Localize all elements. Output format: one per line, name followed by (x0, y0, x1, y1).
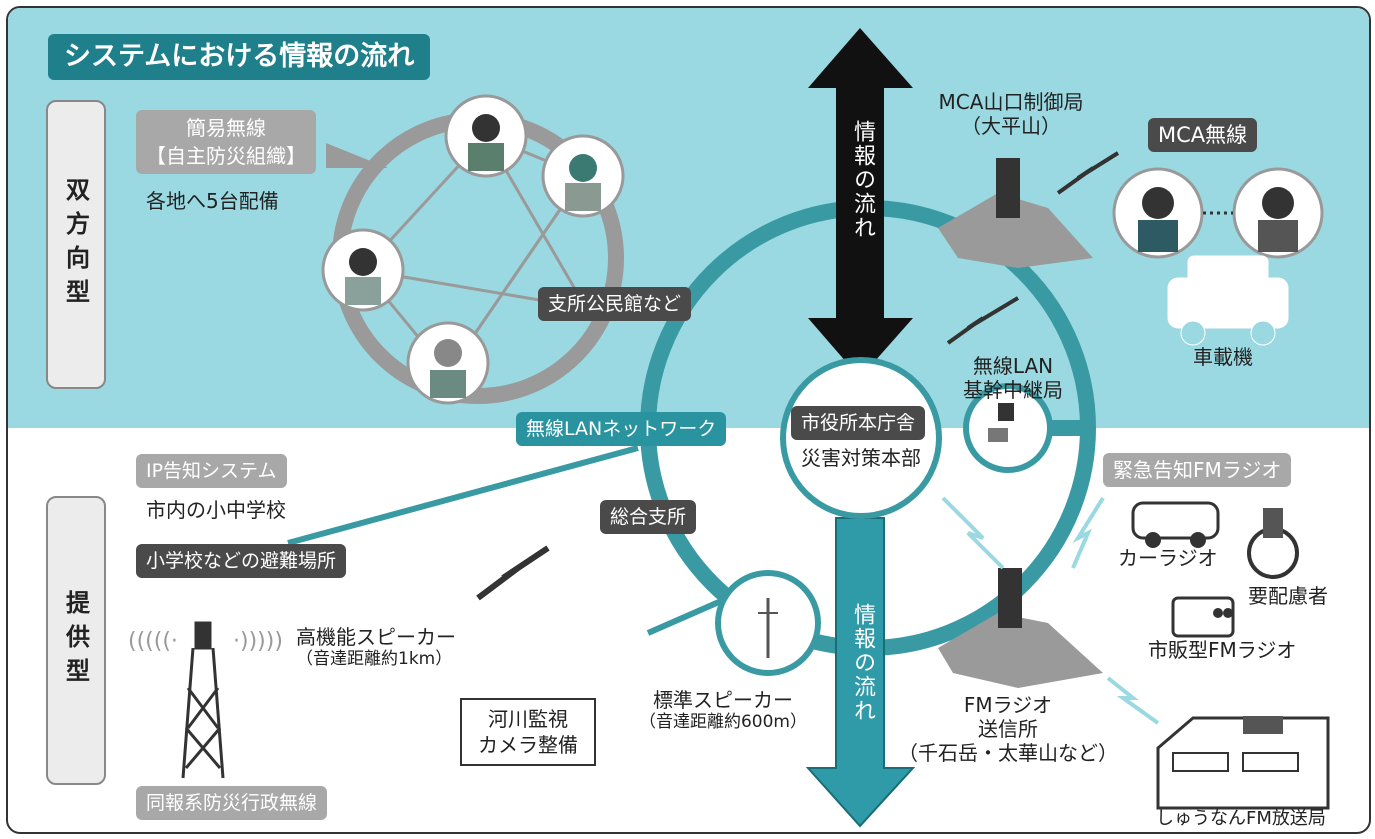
svg-text:·))))): ·))))) (233, 629, 283, 654)
city-hall-tag: 市役所本庁舎 (791, 406, 926, 440)
fm-station-label: FMラジオ送信所（千石岳・太華山など） (898, 693, 1118, 765)
radio-icon (1171, 596, 1235, 638)
page-title: システムにおける情報の流れ (48, 34, 431, 80)
emergency-fm-tag: 緊急告知FMラジオ (1103, 453, 1292, 487)
mca-radio-tag: MCA無線 (1148, 118, 1258, 152)
flow-label-bottom: 情報の流れ (850, 603, 875, 723)
person-icons (321, 94, 1324, 405)
bolt-broadcaster (1106, 676, 1160, 725)
std-speaker-label: 標準スピーカー（音達距離約600m） (638, 688, 807, 732)
bolt-fm-link (941, 496, 1005, 570)
fm-tower (998, 568, 1022, 628)
lan-link-schools (287, 445, 639, 546)
mca-tower (996, 158, 1020, 218)
mountain-fm (938, 613, 1103, 688)
flow-arrow-teal (805, 517, 916, 828)
care-needed-label: 要配慮者 (1248, 584, 1328, 608)
bolt-relay (946, 296, 1020, 345)
city-hall-sub: 災害対策本部 (801, 446, 921, 470)
ip-system-tag: IP告知システム (136, 454, 287, 488)
svg-text:(((((·: (((((· (128, 629, 178, 654)
car-radio-label: カーラジオ (1118, 546, 1218, 570)
section-interactive: 双方向型 (46, 100, 106, 389)
section-broadcast: 提供型 (46, 496, 106, 785)
hi-speaker-label: 高機能スピーカー（音達距離約1km） (296, 625, 456, 669)
admin-radio-tag: 同報系防災行政無線 (136, 786, 328, 820)
wireless-network-tag: 無線LANネットワーク (516, 412, 727, 446)
evacuation-tag: 小学校などの避難場所 (136, 544, 347, 578)
diagram-frame: (((((· ·))))) システムにおける情報の流れ 双方向型 提供型 情報の… (6, 6, 1371, 834)
wheelchair-icon (1247, 508, 1299, 579)
bolt-speaker (476, 545, 550, 601)
diagram-art: (((((· ·))))) (128, 28, 1330, 828)
simple-radio-note: 各地へ5台配備 (146, 189, 279, 213)
vehicle-label: 車載機 (1193, 345, 1253, 369)
broadcaster-label: しゅうなんFM放送局 (1156, 808, 1326, 829)
simple-radio-pointer (326, 143, 388, 168)
general-branch-tag: 総合支所 (600, 500, 697, 534)
bolt-mca (1056, 151, 1120, 195)
simple-radio-tag: 簡易無線【自主防災組織】 (136, 110, 316, 174)
mca-control-label: MCA山口制御局（大平山） (938, 90, 1084, 138)
car-icon (1131, 501, 1220, 548)
branch-office-tag: 支所公民館など (538, 287, 692, 321)
mountain-mca (938, 193, 1093, 268)
retail-fm-label: 市販型FMラジオ (1148, 638, 1297, 662)
flow-label-top: 情報の流れ (850, 120, 875, 240)
speaker-tower-icon (181, 621, 225, 779)
ip-system-note: 市内の小中学校 (146, 498, 286, 522)
flow-arrow-black (808, 28, 913, 378)
broadcaster-building-icon (1156, 716, 1330, 810)
vehicle-icon (1167, 255, 1289, 346)
river-camera-box: 河川監視カメラ整備 (460, 698, 596, 766)
bolt-fm-radio (1071, 496, 1105, 569)
